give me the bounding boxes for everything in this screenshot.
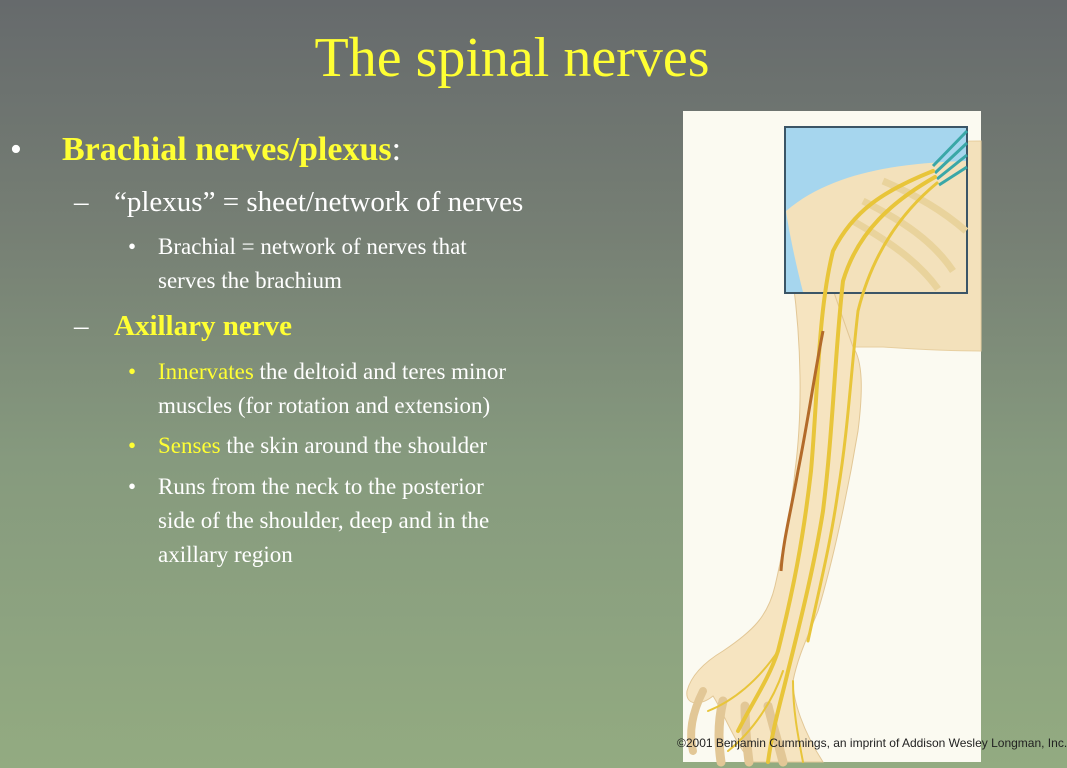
- figure-credit: ©2001 Benjamin Cummings, an imprint of A…: [677, 736, 1067, 750]
- finger: [763, 701, 788, 767]
- bullet-brachial-heading: Brachial nerves/plexus: [62, 131, 392, 168]
- sub-bullet-marker: •: [128, 359, 137, 384]
- senses-highlight: Senses: [158, 433, 221, 458]
- dash-marker: –: [74, 310, 89, 342]
- slide-title: The spinal nerves: [314, 27, 710, 89]
- arm-nerve-illustration: [683, 111, 982, 767]
- detail-brachial-line2: serves the brachium: [158, 268, 342, 293]
- bullet-list: • Brachial nerves/plexus: – “plexus” = s…: [10, 131, 524, 567]
- sub-bullet-plexus: “plexus” = sheet/network of nerves: [114, 186, 524, 218]
- detail-innervates-line1: Innervates the deltoid and teres minor: [158, 355, 506, 389]
- detail-runs-line1: Runs from the neck to the posterior: [158, 474, 484, 499]
- rib: [851, 217, 941, 292]
- detail-runs-line3: axillary region: [158, 542, 293, 567]
- sub-bullet-marker: •: [128, 474, 137, 499]
- rib: [881, 177, 969, 234]
- rib: [861, 197, 956, 273]
- sub-bullet-axillary: Axillary nerve: [114, 310, 292, 342]
- arm-nerve-drawing: [686, 126, 982, 767]
- innervates-highlight: Innervates: [158, 359, 254, 384]
- sub-bullet-marker: •: [128, 234, 137, 259]
- innervates-text: the deltoid and teres minor: [253, 359, 507, 384]
- bullet-brachial: Brachial nerves/plexus:: [62, 131, 401, 169]
- nerves: [707, 169, 939, 764]
- detail-runs-line2: side of the shoulder, deep and in the: [158, 508, 490, 533]
- bullet-brachial-colon: :: [391, 131, 402, 168]
- finger: [714, 696, 728, 767]
- sub-bullet-marker: •: [128, 433, 137, 458]
- dash-marker: –: [74, 186, 89, 218]
- detail-senses: Senses the skin around the shoulder: [158, 429, 487, 463]
- plexus-roots: [931, 129, 969, 187]
- detail-brachial-line1: Brachial = network of nerves that: [158, 234, 467, 259]
- finger: [740, 701, 754, 767]
- bullet-marker: •: [10, 131, 22, 168]
- finger: [687, 687, 707, 755]
- senses-text: the skin around the shoulder: [220, 433, 487, 458]
- radial-nerve: [779, 330, 825, 572]
- detail-innervates-line2: muscles (for rotation and extension): [158, 393, 491, 418]
